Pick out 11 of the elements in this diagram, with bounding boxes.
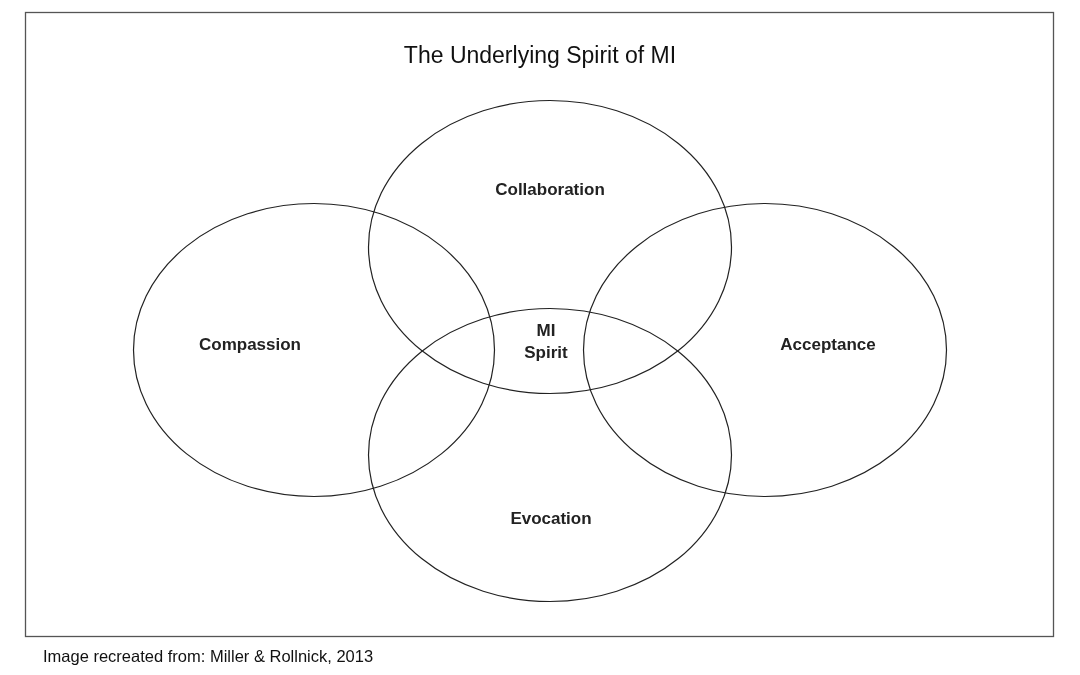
ellipse-label: Compassion <box>199 335 301 355</box>
ellipse-label: Evocation <box>510 509 592 529</box>
ellipse-label: Collaboration <box>495 180 605 200</box>
venn-ellipse <box>583 203 947 497</box>
center-label: MI Spirit <box>523 319 569 364</box>
ellipse-label: Acceptance <box>780 335 876 355</box>
source-caption: Image recreated from: Miller & Rollnick, 2013 <box>43 647 374 666</box>
venn-ellipse <box>368 100 732 394</box>
venn-ellipse <box>368 308 732 602</box>
diagram-title: The Underlying Spirit of MI <box>403 41 677 69</box>
venn-ellipse <box>133 203 495 497</box>
